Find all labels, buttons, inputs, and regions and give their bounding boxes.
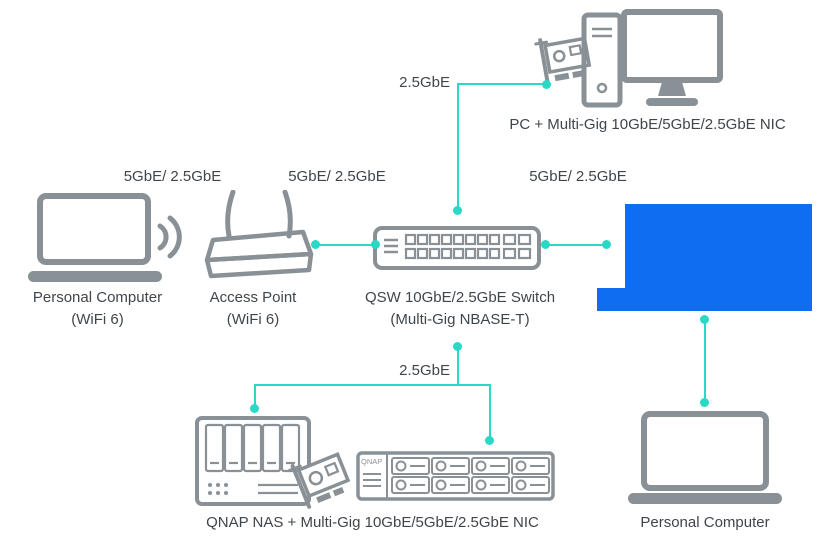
link-switch-nas-horizontal bbox=[255, 384, 490, 386]
connection-dot-nas-tower bbox=[250, 404, 259, 413]
link-nas-rack-drop bbox=[489, 384, 491, 442]
link-panel-laptop bbox=[704, 320, 706, 403]
link-switch-nas-vertical bbox=[457, 347, 459, 386]
label-link-switch-nas: 2.5GbE bbox=[399, 362, 450, 379]
connection-dot-ap bbox=[311, 240, 320, 249]
link-pc-switch-horizontal bbox=[457, 83, 547, 85]
link-ap-switch bbox=[316, 244, 376, 246]
connection-dot-nic bbox=[542, 80, 551, 89]
connection-dot-switch-right bbox=[541, 240, 550, 249]
connection-dot-nas-rack bbox=[485, 436, 494, 445]
label-link-ap-switch: 5GbE/ 2.5GbE bbox=[288, 168, 386, 185]
connection-dot-switch-bottom bbox=[453, 342, 462, 351]
label-laptop-left: Personal Computer (WiFi 6) bbox=[32, 289, 163, 328]
connection-dot-switch-top bbox=[453, 206, 462, 215]
blue-display-panel-base bbox=[597, 288, 812, 311]
label-qnap-nas: QNAP NAS + Multi-Gig 10GbE/5GbE/2.5GbE N… bbox=[206, 514, 539, 531]
desktop-monitor-icon bbox=[621, 9, 723, 106]
label-link-pc-switch: 2.5GbE bbox=[399, 74, 450, 91]
laptop-right-icon bbox=[628, 411, 782, 504]
link-switch-panel bbox=[546, 244, 608, 246]
wifi-signal-icon bbox=[157, 215, 182, 259]
label-switch: QSW 10GbE/2.5GbE Switch (Multi-Gig NBASE… bbox=[364, 289, 556, 328]
label-link-switch-panel: 5GbE/ 2.5GbE bbox=[529, 168, 627, 185]
tower-nas-icon bbox=[195, 416, 311, 506]
nas-nic-card-icon bbox=[287, 452, 351, 509]
connection-dot-panel-bottom bbox=[700, 315, 709, 324]
laptop-left-icon bbox=[28, 193, 162, 282]
connection-dot-panel-left bbox=[602, 240, 611, 249]
connection-dot-laptop-right bbox=[700, 398, 709, 407]
link-pc-switch-vertical bbox=[457, 83, 459, 212]
label-access-point: Access Point (WiFi 6) bbox=[209, 289, 297, 328]
label-pc-nic: PC + Multi-Gig 10GbE/5GbE/2.5GbE NIC bbox=[509, 116, 786, 133]
access-point-icon bbox=[204, 190, 314, 279]
connection-dot-switch-left bbox=[371, 240, 380, 249]
label-laptop-right: Personal Computer bbox=[640, 514, 770, 531]
rack-nas-logo: QNAP bbox=[361, 457, 382, 466]
switch-icon bbox=[373, 226, 541, 270]
label-link-laptop-ap: 5GbE/ 2.5GbE bbox=[123, 168, 222, 185]
nic-card-icon bbox=[534, 36, 592, 84]
pc-tower-icon bbox=[581, 12, 623, 108]
blue-display-panel bbox=[625, 204, 812, 288]
link-nas-tower-drop bbox=[254, 384, 256, 409]
rackmount-nas-icon: QNAP bbox=[356, 451, 555, 501]
